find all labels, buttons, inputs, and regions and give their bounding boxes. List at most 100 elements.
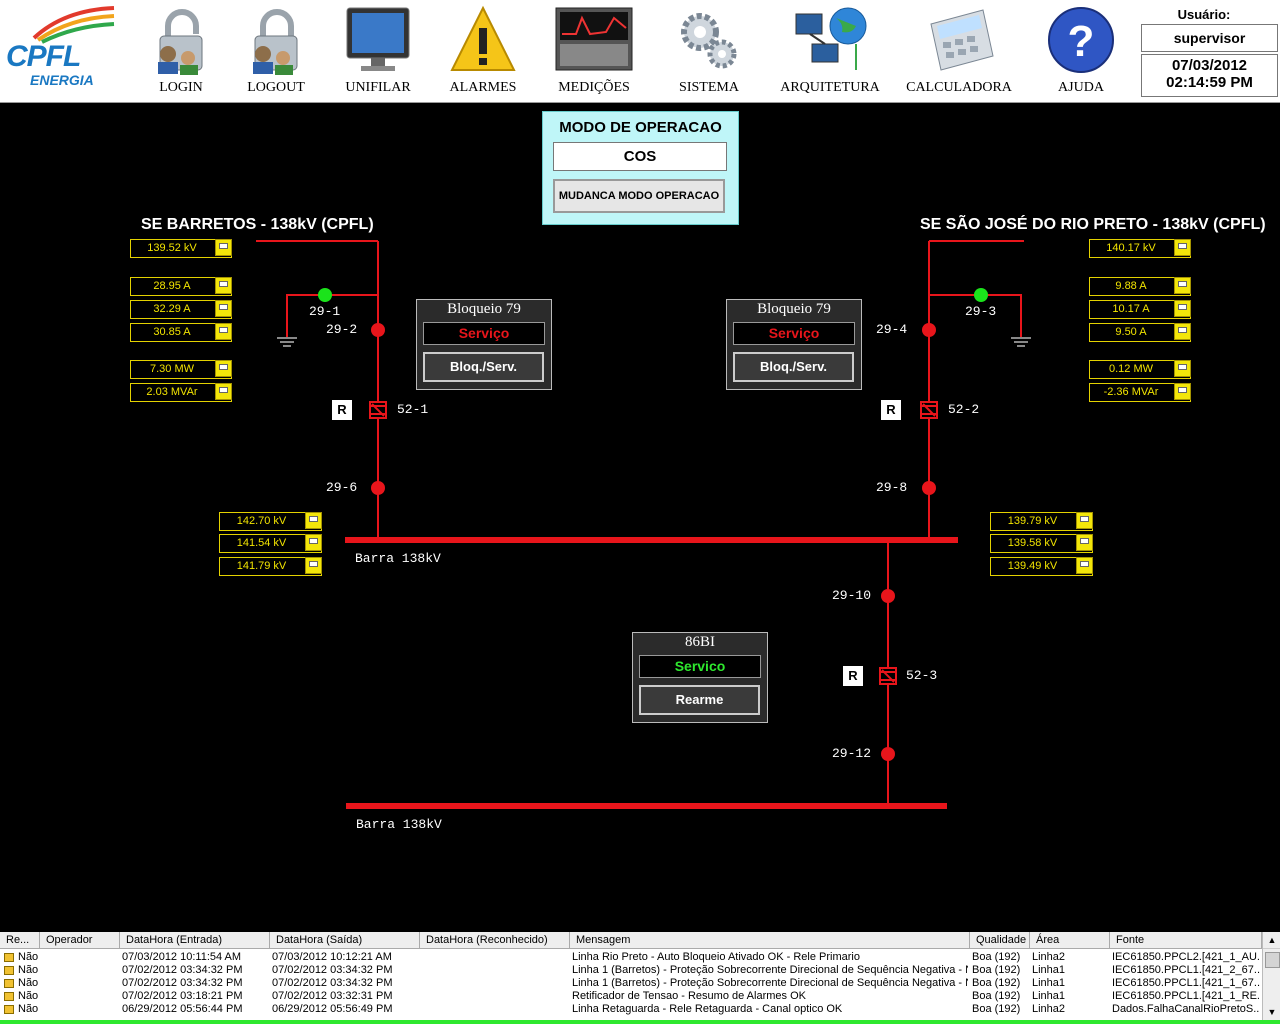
right-power-mvar[interactable]: -2.36 MVAr: [1089, 383, 1191, 402]
ajuda-button[interactable]: ? AJUDA: [1026, 4, 1136, 100]
right-current-c[interactable]: 9.50 A: [1089, 323, 1191, 342]
right-block79-button[interactable]: Bloq./Serv.: [733, 352, 854, 382]
alarmes-button[interactable]: ALARMES: [428, 4, 538, 100]
detail-icon: [215, 360, 232, 377]
lockout-86bi-rearm-button[interactable]: Rearme: [639, 685, 760, 715]
event-cell-msg: Retificador de Tensao - Resumo de Alarme…: [572, 990, 806, 1002]
remote-button-52-2[interactable]: R: [881, 400, 901, 420]
event-cell-rec: Não: [18, 990, 39, 1002]
event-alarm-icon: [4, 992, 14, 1001]
event-cell-rec: Não: [18, 964, 39, 976]
col-datetime-ack[interactable]: DataHora (Reconhecido): [420, 932, 570, 949]
label-29-1: 29-1: [309, 304, 341, 319]
left-block79-button[interactable]: Bloq./Serv.: [423, 352, 544, 382]
label-29-12: 29-12: [832, 746, 872, 761]
padlock-user-icon: [158, 9, 203, 75]
right-current-b[interactable]: 10.17 A: [1089, 300, 1191, 319]
user-label: Usuário:: [1177, 7, 1231, 22]
logout-button[interactable]: LOGOUT: [221, 4, 331, 100]
col-recognized[interactable]: Re...: [0, 932, 40, 949]
event-cell-area: Linha1: [1032, 977, 1066, 989]
event-cell-out: 06/29/2012 05:56:49 PM: [272, 1003, 393, 1015]
event-cell-in: 07/03/2012 10:11:54 AM: [122, 951, 242, 963]
col-datetime-in[interactable]: DataHora (Entrada): [120, 932, 270, 949]
login-button[interactable]: LOGIN: [126, 4, 236, 100]
current-date: 07/03/2012: [1171, 57, 1248, 74]
right-bus-voltage-3[interactable]: 139.49 kV: [990, 557, 1093, 576]
event-cell-q: Boa (192): [972, 990, 1021, 1002]
event-cell-in: 07/02/2012 03:18:21 PM: [122, 990, 243, 1002]
scroll-thumb[interactable]: [1265, 952, 1280, 968]
datetime-box: 07/03/2012 02:14:59 PM: [1141, 54, 1278, 97]
right-bus-voltage-1[interactable]: 139.79 kV: [990, 512, 1093, 531]
col-message[interactable]: Mensagem: [570, 932, 970, 949]
switch-29-4: [922, 323, 936, 337]
label-29-10: 29-10: [832, 588, 872, 603]
single-line-diagram: [256, 240, 1031, 809]
medicoes-button[interactable]: MEDIÇÕES: [539, 4, 649, 100]
current-time: 02:14:59 PM: [1166, 74, 1253, 91]
right-power-mw[interactable]: 0.12 MW: [1089, 360, 1191, 379]
left-current-b[interactable]: 32.29 A: [130, 300, 232, 319]
label-29-6: 29-6: [326, 480, 358, 495]
label-29-2: 29-2: [326, 322, 358, 337]
event-alarm-icon: [4, 1005, 14, 1014]
remote-button-52-3[interactable]: R: [843, 666, 863, 686]
left-bus-voltage-1[interactable]: 142.70 kV: [219, 512, 322, 531]
lower-bus-label: Barra 138kV: [356, 817, 442, 832]
left-bus-voltage-3[interactable]: 141.79 kV: [219, 557, 322, 576]
left-bus-voltage-2[interactable]: 141.54 kV: [219, 534, 322, 553]
col-source[interactable]: Fonte: [1110, 932, 1262, 949]
detail-icon: [1174, 239, 1191, 256]
left-current-a[interactable]: 28.95 A: [130, 277, 232, 296]
right-bus-voltage-2[interactable]: 139.58 kV: [990, 534, 1093, 553]
unifilar-button[interactable]: UNIFILAR: [323, 4, 433, 100]
detail-icon: [1174, 300, 1191, 317]
detail-icon: [1174, 360, 1191, 377]
arquitetura-label: ARQUITETURA: [780, 80, 880, 95]
left-power-mvar[interactable]: 2.03 MVAr: [130, 383, 232, 402]
detail-icon: [1076, 557, 1093, 574]
switch-29-3: [974, 288, 988, 302]
detail-icon: [215, 323, 232, 340]
left-power-mw[interactable]: 7.30 MW: [130, 360, 232, 379]
detail-icon: [1174, 383, 1191, 400]
event-cell-src: IEC61850.PPCL1.[421_2_67...: [1112, 964, 1260, 976]
left-voltage[interactable]: 139.52 kV: [130, 239, 232, 258]
sistema-button[interactable]: SISTEMA: [654, 4, 764, 100]
detail-icon: [305, 512, 322, 529]
arquitetura-button[interactable]: ARQUITETURA: [775, 4, 885, 100]
switch-29-1: [318, 288, 332, 302]
left-current-c[interactable]: 30.85 A: [130, 323, 232, 342]
label-29-8: 29-8: [876, 480, 908, 495]
alarmes-label: ALARMES: [449, 80, 517, 95]
right-voltage[interactable]: 140.17 kV: [1089, 239, 1191, 258]
detail-icon: [1174, 323, 1191, 340]
switch-29-12: [881, 747, 895, 761]
event-cell-out: 07/03/2012 10:12:21 AM: [272, 951, 392, 963]
col-operator[interactable]: Operador: [40, 932, 120, 949]
event-cell-src: IEC61850.PPCL1.[421_1_67...: [1112, 977, 1260, 989]
scroll-down-icon[interactable]: ▼: [1267, 1007, 1277, 1017]
top-toolbar: CPFL ENERGIA LOGIN LOGOUT UNIFILAR: [0, 0, 1280, 103]
event-list-scrollbar[interactable]: ▲ ▼: [1262, 932, 1280, 1020]
scroll-up-icon[interactable]: ▲: [1263, 932, 1280, 949]
col-area[interactable]: Área: [1030, 932, 1110, 949]
breaker-52-2: [920, 401, 938, 419]
col-quality[interactable]: Qualidade: [970, 932, 1030, 949]
change-mode-button[interactable]: MUDANCA MODO OPERACAO: [553, 179, 725, 213]
col-datetime-out[interactable]: DataHora (Saída): [270, 932, 420, 949]
detail-icon: [1076, 534, 1093, 551]
monitor-icon: [346, 7, 410, 71]
right-current-a[interactable]: 9.88 A: [1089, 277, 1191, 296]
calculadora-button[interactable]: CALCULADORA: [904, 4, 1014, 100]
remote-button-52-1[interactable]: R: [332, 400, 352, 420]
event-cell-out: 07/02/2012 03:34:32 PM: [272, 977, 393, 989]
calculator-icon: [930, 9, 994, 71]
right-block79-title: Bloqueio 79: [757, 301, 831, 317]
